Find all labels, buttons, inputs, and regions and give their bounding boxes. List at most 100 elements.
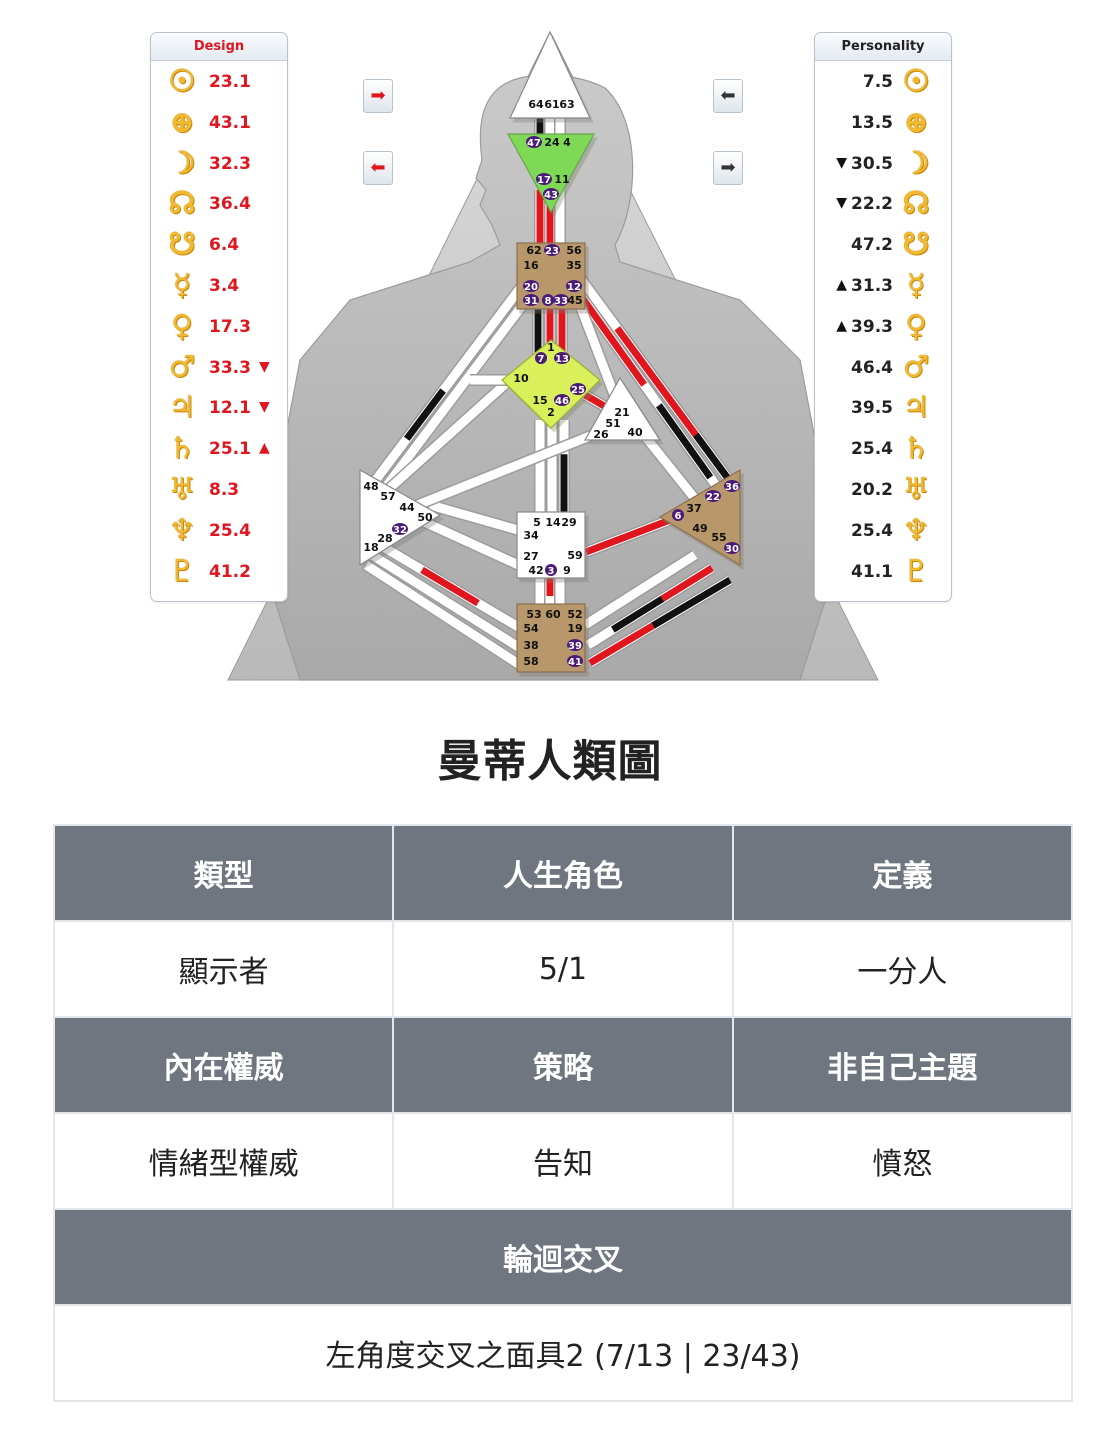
- gate-48-label: 48: [363, 480, 378, 493]
- gate-41-label: 41: [568, 657, 582, 668]
- design-panel-title: Design: [151, 33, 287, 61]
- channel-32-54-active: [420, 566, 480, 607]
- gate-46-label: 46: [555, 396, 569, 407]
- gate-25-label: 25: [571, 385, 585, 396]
- exalted-arrow-icon: ▲: [259, 440, 270, 457]
- planet-row: ☊ 36.4: [151, 185, 287, 223]
- exalted-arrow-icon: ▲: [836, 317, 847, 334]
- gate-55-label: 55: [711, 531, 726, 544]
- planet-value: 22.2: [851, 194, 893, 215]
- planet-value: 30.5: [851, 153, 893, 174]
- gate-19-label: 19: [567, 622, 582, 635]
- earth-icon: ⊕: [169, 104, 195, 140]
- channel-41-30-active: [588, 622, 655, 667]
- channel-18-58: [363, 561, 523, 669]
- gate-6-label: 6: [675, 511, 682, 522]
- south-node-icon: ☋: [902, 227, 930, 263]
- not-self-value: 憤怒: [731, 1112, 1074, 1210]
- gate-38-label: 38: [523, 639, 538, 652]
- channel-26-44: [398, 427, 602, 517]
- gate-badge: [705, 490, 721, 502]
- gate-badge: [570, 383, 586, 395]
- pluto-icon: ♇: [902, 553, 930, 589]
- gate-badge: [724, 542, 740, 554]
- planet-value: 43.1: [209, 112, 251, 133]
- gate-42-label: 42: [528, 564, 543, 577]
- gate-59-label: 59: [567, 549, 582, 562]
- incarnation-cross-header: 輪迴交叉: [53, 1208, 1073, 1306]
- north-node-icon: ☊: [168, 186, 196, 222]
- planet-row: ♀17.3: [151, 308, 287, 346]
- planet-row: ♃ 39.5: [815, 389, 951, 427]
- planet-row: ☽32.3: [151, 145, 287, 183]
- design-prev-button[interactable]: ⬅: [363, 151, 393, 185]
- table-row: 情緒型權威 告知 憤怒: [52, 1112, 1074, 1210]
- gate-badge: [536, 173, 552, 185]
- planet-row: ☿31.3▲: [815, 267, 951, 305]
- gate-badge: [566, 280, 582, 292]
- gate-29-label: 29: [561, 516, 576, 529]
- channel-19-49: [582, 551, 698, 629]
- personality-next-button[interactable]: ➡: [713, 151, 743, 185]
- gate-badge: [554, 394, 570, 406]
- saturn-icon: ♄: [902, 431, 930, 467]
- type-header: 類型: [52, 824, 395, 922]
- gate-62-label: 62: [526, 244, 541, 257]
- mars-icon: ♂: [168, 349, 196, 385]
- planet-value: 25.4: [851, 520, 893, 541]
- gate-30-label: 30: [725, 544, 739, 555]
- planet-value: 41.2: [209, 561, 251, 582]
- gate-51-label: 51: [605, 417, 620, 430]
- planet-row: ♄25.1▲: [151, 430, 287, 468]
- gate-57-label: 57: [380, 490, 395, 503]
- planet-row: ♂33.3▼: [151, 349, 287, 387]
- sun-icon: ☉: [168, 64, 196, 99]
- planet-value: 33.3: [209, 357, 251, 378]
- gate-badge: [567, 655, 583, 667]
- channel-28-38-upper: [418, 515, 527, 573]
- pluto-icon: ♇: [168, 553, 196, 589]
- detriment-arrow-icon: ▼: [836, 154, 847, 171]
- gate-badge: [542, 294, 554, 306]
- planet-value: 20.2: [851, 480, 893, 500]
- gate-63-label: 63: [559, 98, 574, 111]
- planet-row: ☉ 23.1: [151, 63, 287, 101]
- channel-41-30-active: [651, 576, 732, 629]
- neptune-icon: ♆: [902, 512, 930, 548]
- gate-badge: [543, 188, 559, 200]
- jupiter-icon: ♃: [902, 390, 930, 426]
- profile-header: 人生角色: [392, 824, 734, 922]
- planet-row: ♀39.3▲: [815, 308, 951, 346]
- gate-34-label: 34: [523, 529, 539, 542]
- planet-value: 23.1: [209, 72, 251, 92]
- south-node-icon: ☋: [168, 227, 196, 263]
- planet-value: 36.4: [209, 194, 251, 215]
- definition-value: 一分人: [731, 920, 1074, 1018]
- gate-4-label: 4: [563, 136, 571, 149]
- gate-badge: [567, 639, 583, 651]
- gate-50-label: 50: [417, 511, 433, 524]
- gate-60-label: 60: [545, 608, 561, 621]
- gate-58-label: 58: [523, 655, 538, 668]
- planet-value: 8.3: [209, 480, 240, 500]
- gate-21-label: 21: [614, 406, 629, 419]
- gate-53-label: 53: [526, 608, 541, 621]
- gate-10-label: 10: [513, 372, 529, 385]
- gate-badge: [526, 136, 542, 148]
- personality-prev-button[interactable]: ⬅: [713, 79, 743, 113]
- planet-value: 39.5: [851, 398, 893, 419]
- planet-row: ☋47.2: [815, 226, 951, 264]
- moon-icon: ☽: [168, 145, 196, 181]
- type-value: 顯示者: [52, 920, 395, 1018]
- saturn-icon: ♄: [168, 431, 196, 467]
- authority-value: 情緒型權威: [52, 1112, 395, 1210]
- gate-28-label: 28: [377, 532, 392, 545]
- detriment-arrow-icon: ▼: [259, 399, 270, 416]
- spleen-center: [359, 468, 442, 567]
- table-header-row: 輪迴交叉: [53, 1208, 1073, 1306]
- gate-56-label: 56: [566, 244, 582, 257]
- gate-43-label: 43: [544, 190, 558, 201]
- profile-value: 5/1: [392, 920, 734, 1018]
- venus-icon: ♀: [905, 308, 927, 344]
- design-next-button[interactable]: ➡: [363, 79, 393, 113]
